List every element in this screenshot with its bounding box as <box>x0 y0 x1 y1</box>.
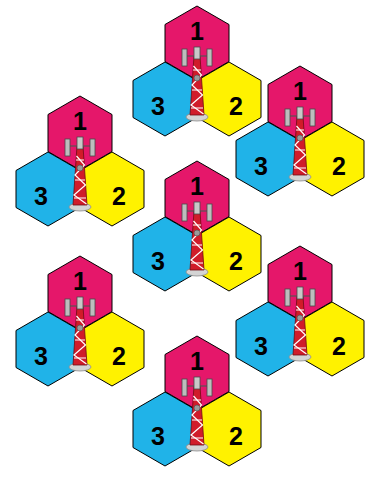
sector-number: 2 <box>112 184 126 209</box>
sector-number: 1 <box>293 79 307 104</box>
hexagon-outline <box>300 302 364 376</box>
sector-hexagon: 3 <box>16 312 80 386</box>
hexagon-shape <box>236 302 300 376</box>
sector-number: 2 <box>229 424 243 449</box>
hexagon-outline <box>133 392 197 466</box>
sector-number: 1 <box>190 174 204 199</box>
sector-number: 1 <box>190 19 204 44</box>
hexagon-outline <box>300 122 364 196</box>
tower-icon <box>182 47 212 121</box>
hexagon-shape <box>16 152 80 226</box>
tower-icon <box>285 107 315 181</box>
sector-number: 3 <box>34 344 48 369</box>
sector-number: 2 <box>112 344 126 369</box>
sector-hexagon: 2 <box>300 122 364 196</box>
sector-hexagon: 2 <box>80 152 144 226</box>
sector-number: 3 <box>254 334 268 359</box>
sector-number: 2 <box>332 154 346 179</box>
sector-number: 2 <box>229 94 243 119</box>
sector-number: 1 <box>73 109 87 134</box>
hexagon-shape <box>300 122 364 196</box>
hexagon-outline <box>80 152 144 226</box>
sector-hexagon: 2 <box>197 392 261 466</box>
sector-number: 3 <box>151 249 165 274</box>
hexagon-shape <box>80 152 144 226</box>
hexagon-shape <box>300 302 364 376</box>
sector-number: 3 <box>254 154 268 179</box>
hexagon-outline <box>236 122 300 196</box>
tower-icon <box>65 297 95 371</box>
hexagon-outline <box>236 302 300 376</box>
sector-number: 3 <box>151 94 165 119</box>
tower-icon <box>182 202 212 276</box>
hexagon-outline <box>133 62 197 136</box>
tower-icon <box>285 287 315 361</box>
tower-icon <box>65 137 95 211</box>
hexagon-outline <box>16 312 80 386</box>
sector-hexagon: 3 <box>133 62 197 136</box>
hexagon-shape <box>197 217 261 291</box>
hexagon-outline <box>133 217 197 291</box>
sector-hexagon: 2 <box>197 62 261 136</box>
hexagon-outline <box>80 312 144 386</box>
sector-number: 3 <box>151 424 165 449</box>
sector-hexagon: 2 <box>300 302 364 376</box>
sector-number: 1 <box>73 269 87 294</box>
sector-number: 2 <box>229 249 243 274</box>
hexagon-shape <box>133 217 197 291</box>
sector-hexagon: 2 <box>197 217 261 291</box>
sector-hexagon: 3 <box>236 122 300 196</box>
hexagon-outline <box>197 217 261 291</box>
sector-number: 2 <box>332 334 346 359</box>
hexagon-shape <box>197 62 261 136</box>
sector-hexagon: 3 <box>133 392 197 466</box>
hexagon-shape <box>16 312 80 386</box>
sector-hexagon: 3 <box>133 217 197 291</box>
sector-hexagon: 3 <box>236 302 300 376</box>
hexagon-shape <box>80 312 144 386</box>
hexagon-outline <box>197 392 261 466</box>
hexagon-shape <box>197 392 261 466</box>
tower-icon <box>182 377 212 451</box>
sector-number: 1 <box>190 349 204 374</box>
sector-hexagon: 3 <box>16 152 80 226</box>
hexagon-outline <box>197 62 261 136</box>
sector-number: 1 <box>293 259 307 284</box>
hexagon-shape <box>133 392 197 466</box>
hexagon-shape <box>236 122 300 196</box>
hexagon-outline <box>16 152 80 226</box>
sector-hexagon: 2 <box>80 312 144 386</box>
sector-number: 3 <box>34 184 48 209</box>
hexagon-shape <box>133 62 197 136</box>
